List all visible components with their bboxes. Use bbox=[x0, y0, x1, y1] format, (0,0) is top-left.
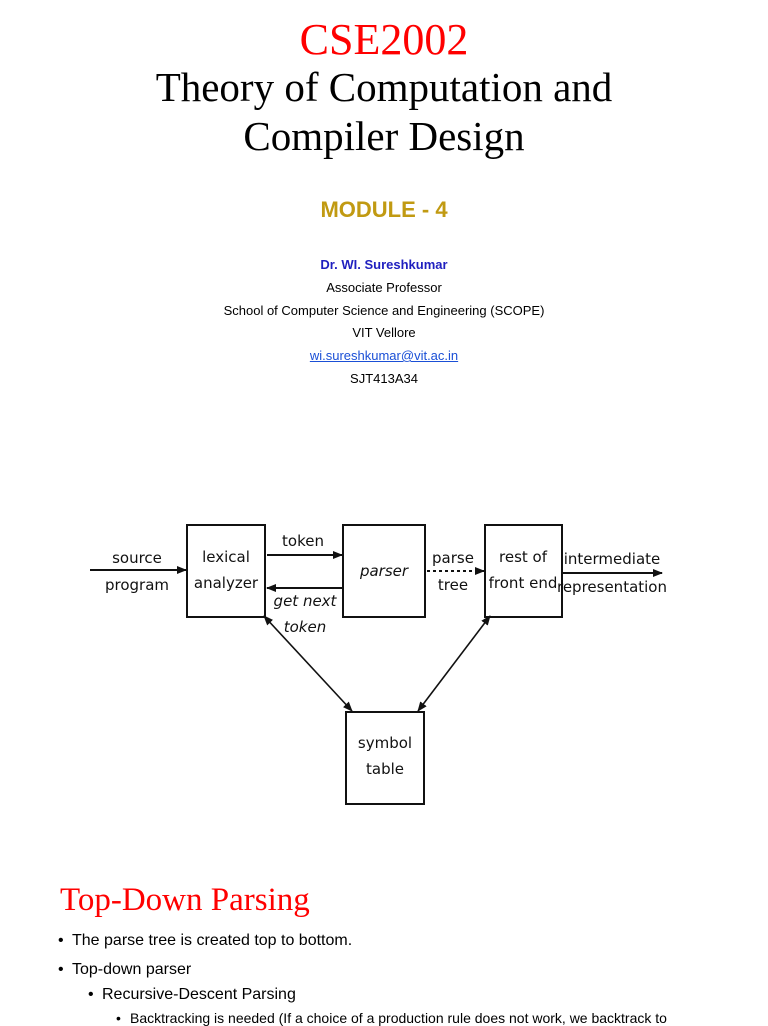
get-next-label: get next bbox=[274, 592, 338, 610]
course-title-line-1: Theory of Computation and bbox=[155, 64, 613, 110]
institution: VIT Vellore bbox=[352, 325, 416, 340]
author-name: Dr. WI. Sureshkumar bbox=[0, 253, 768, 276]
topdown-slide: Top-Down Parsing • The parse tree is crea… bbox=[0, 840, 768, 1026]
diagram-slide: source program lexical analyzer token ge… bbox=[0, 440, 768, 840]
sub-sub-bullet-text: Backtracking is needed (If a choice of a… bbox=[130, 1010, 667, 1026]
lexical-label: lexical bbox=[202, 548, 250, 566]
bullet-icon: • bbox=[88, 986, 94, 1003]
designation: Associate Professor bbox=[326, 280, 442, 295]
author-name-text: Dr. WI. Sureshkumar bbox=[320, 257, 448, 272]
token-label: token bbox=[282, 532, 324, 550]
module-label: MODULE - 4 bbox=[320, 197, 448, 222]
get-next-token-label: token bbox=[284, 618, 326, 636]
front-end-label: front end bbox=[489, 574, 558, 592]
bullet-item: • The parse tree is created top to bottom… bbox=[58, 932, 352, 950]
program-label: program bbox=[105, 576, 169, 594]
bullet-icon: • bbox=[116, 1010, 121, 1026]
analyzer-label: analyzer bbox=[194, 574, 259, 592]
tree-label: tree bbox=[438, 576, 468, 594]
parser-diagram: source program lexical analyzer token ge… bbox=[90, 524, 667, 805]
representation-label: representation bbox=[557, 578, 667, 596]
sub-bullet-text: Recursive-Descent Parsing bbox=[102, 986, 296, 1003]
room-number: SJT413A34 bbox=[350, 371, 418, 386]
symbol-table-box bbox=[345, 711, 425, 805]
rest-of-front-end-box bbox=[484, 524, 563, 618]
email-row: wi.sureshkumar@vit.ac.in bbox=[0, 344, 768, 367]
course-title-line-2: Compiler Design bbox=[243, 113, 525, 159]
source-label: source bbox=[112, 549, 162, 567]
bullet-icon: • bbox=[58, 932, 64, 949]
symbol-label: symbol bbox=[358, 734, 412, 752]
table-label: table bbox=[366, 760, 404, 778]
section-title: Top-Down Parsing bbox=[60, 882, 310, 918]
rest-symbol-arrow bbox=[417, 615, 491, 712]
sub-sub-bullet-item: • Backtracking is needed (If a choice of … bbox=[116, 1010, 667, 1026]
bullet-item: • Top-down parser bbox=[58, 961, 191, 979]
course-code: CSE2002 bbox=[299, 15, 469, 64]
lexical-analyzer-box bbox=[186, 524, 266, 618]
bullet-text: The parse tree is created top to bottom. bbox=[72, 932, 353, 949]
school: School of Computer Science and Engineeri… bbox=[223, 303, 545, 318]
lexical-symbol-arrow bbox=[263, 615, 353, 712]
rest-of-label: rest of bbox=[499, 548, 548, 566]
sub-bullet-item: • Recursive-Descent Parsing bbox=[88, 986, 296, 1004]
title-slide: CSE2002 Theory of Computation and Compil… bbox=[0, 0, 768, 440]
parser-box bbox=[342, 524, 426, 618]
course-title: Theory of Computation and Compiler Desig… bbox=[0, 63, 768, 161]
bullet-icon: • bbox=[58, 961, 64, 978]
bullet-text: Top-down parser bbox=[72, 961, 192, 978]
email-link[interactable]: wi.sureshkumar@vit.ac.in bbox=[309, 348, 459, 363]
intermediate-label: intermediate bbox=[564, 550, 661, 568]
parser-label: parser bbox=[359, 562, 409, 580]
parse-label: parse bbox=[432, 549, 474, 567]
